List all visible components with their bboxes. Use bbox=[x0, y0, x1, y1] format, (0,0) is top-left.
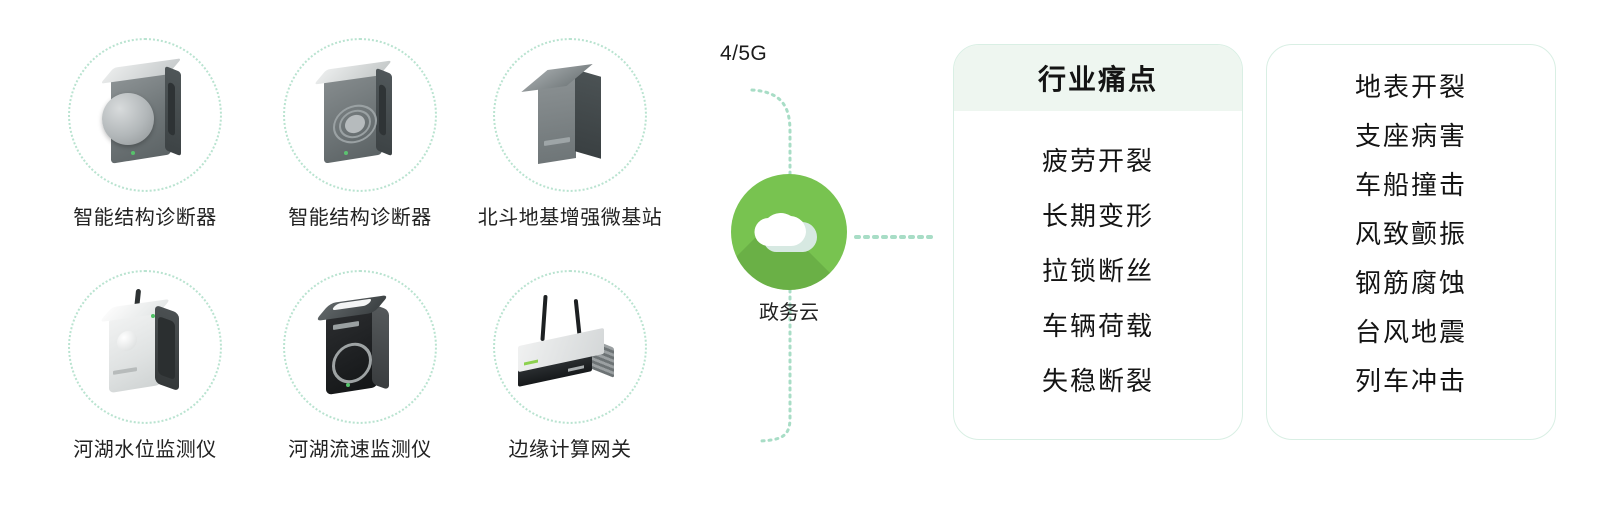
device-circle-3 bbox=[68, 270, 222, 424]
device-label-3: 河湖水位监测仪 bbox=[73, 439, 217, 461]
list-item: 台风地震 bbox=[1354, 317, 1467, 347]
device-card-4[interactable]: 河湖流速监测仪 bbox=[255, 270, 465, 462]
list-item: 风致颤振 bbox=[1354, 219, 1467, 249]
list-item: 失稳断裂 bbox=[1041, 366, 1154, 396]
list-item: 地表开裂 bbox=[1354, 72, 1467, 102]
device-label-5: 边缘计算网关 bbox=[508, 439, 632, 461]
device-circle-2 bbox=[493, 38, 647, 192]
river-flow-velocity-monitor-icon bbox=[300, 287, 420, 407]
device-card-3[interactable]: 河湖水位监测仪 bbox=[40, 270, 250, 462]
connector-uplink-4g5g bbox=[750, 88, 792, 178]
list-item: 长期变形 bbox=[1041, 201, 1154, 231]
list-item: 拉锁断丝 bbox=[1041, 256, 1154, 286]
device-label-1: 智能结构诊断器 bbox=[288, 207, 432, 229]
list-item: 车辆荷载 bbox=[1041, 311, 1154, 341]
device-card-1[interactable]: 智能结构诊断器 bbox=[255, 38, 465, 230]
device-circle-1 bbox=[283, 38, 437, 192]
pain-points-card-body: 疲劳开裂 长期变形 拉锁断丝 车辆荷载 失稳断裂 bbox=[954, 111, 1242, 416]
network-label: 4/5G bbox=[720, 42, 768, 65]
edge-computing-gateway-icon bbox=[510, 287, 630, 407]
river-water-level-monitor-icon bbox=[85, 287, 205, 407]
device-label-2: 北斗地基增强微基站 bbox=[477, 207, 663, 229]
beidou-micro-base-station-icon bbox=[510, 55, 630, 175]
risk-events-card-body: 地表开裂 支座病害 车船撞击 风致颤振 钢筋腐蚀 台风地震 列车冲击 bbox=[1267, 45, 1555, 410]
smart-structural-diagnoser-ripple-icon bbox=[300, 55, 420, 175]
device-label-0: 智能结构诊断器 bbox=[73, 207, 217, 229]
list-item: 支座病害 bbox=[1354, 121, 1467, 151]
device-circle-0 bbox=[68, 38, 222, 192]
device-grid: 智能结构诊断器 智能结构诊断器 bbox=[40, 38, 690, 461]
pain-points-card-title: 行业痛点 bbox=[1037, 64, 1158, 95]
device-label-4: 河湖流速监测仪 bbox=[288, 439, 432, 461]
device-card-0[interactable]: 智能结构诊断器 bbox=[40, 38, 250, 230]
cloud-icon bbox=[731, 174, 847, 290]
cloud-label: 政务云 bbox=[759, 302, 819, 324]
device-card-5[interactable]: 边缘计算网关 bbox=[465, 270, 675, 462]
device-circle-5 bbox=[493, 270, 647, 424]
list-item: 车船撞击 bbox=[1354, 170, 1467, 200]
list-item: 疲劳开裂 bbox=[1041, 146, 1154, 176]
pain-points-card[interactable]: 行业痛点 疲劳开裂 长期变形 拉锁断丝 车辆荷载 失稳断裂 bbox=[953, 44, 1243, 440]
smart-structural-diagnoser-knob-icon bbox=[85, 55, 205, 175]
pain-points-card-header: 行业痛点 bbox=[954, 45, 1242, 111]
cloud-node[interactable]: 政务云 bbox=[731, 174, 851, 324]
risk-events-card[interactable]: 地表开裂 支座病害 车船撞击 风致颤振 钢筋腐蚀 台风地震 列车冲击 bbox=[1266, 44, 1556, 440]
device-circle-4 bbox=[283, 270, 437, 424]
list-item: 钢筋腐蚀 bbox=[1354, 268, 1467, 298]
device-card-2[interactable]: 北斗地基增强微基站 bbox=[465, 38, 675, 230]
list-item: 列车冲击 bbox=[1354, 366, 1467, 396]
cloud-glyph bbox=[754, 213, 818, 253]
